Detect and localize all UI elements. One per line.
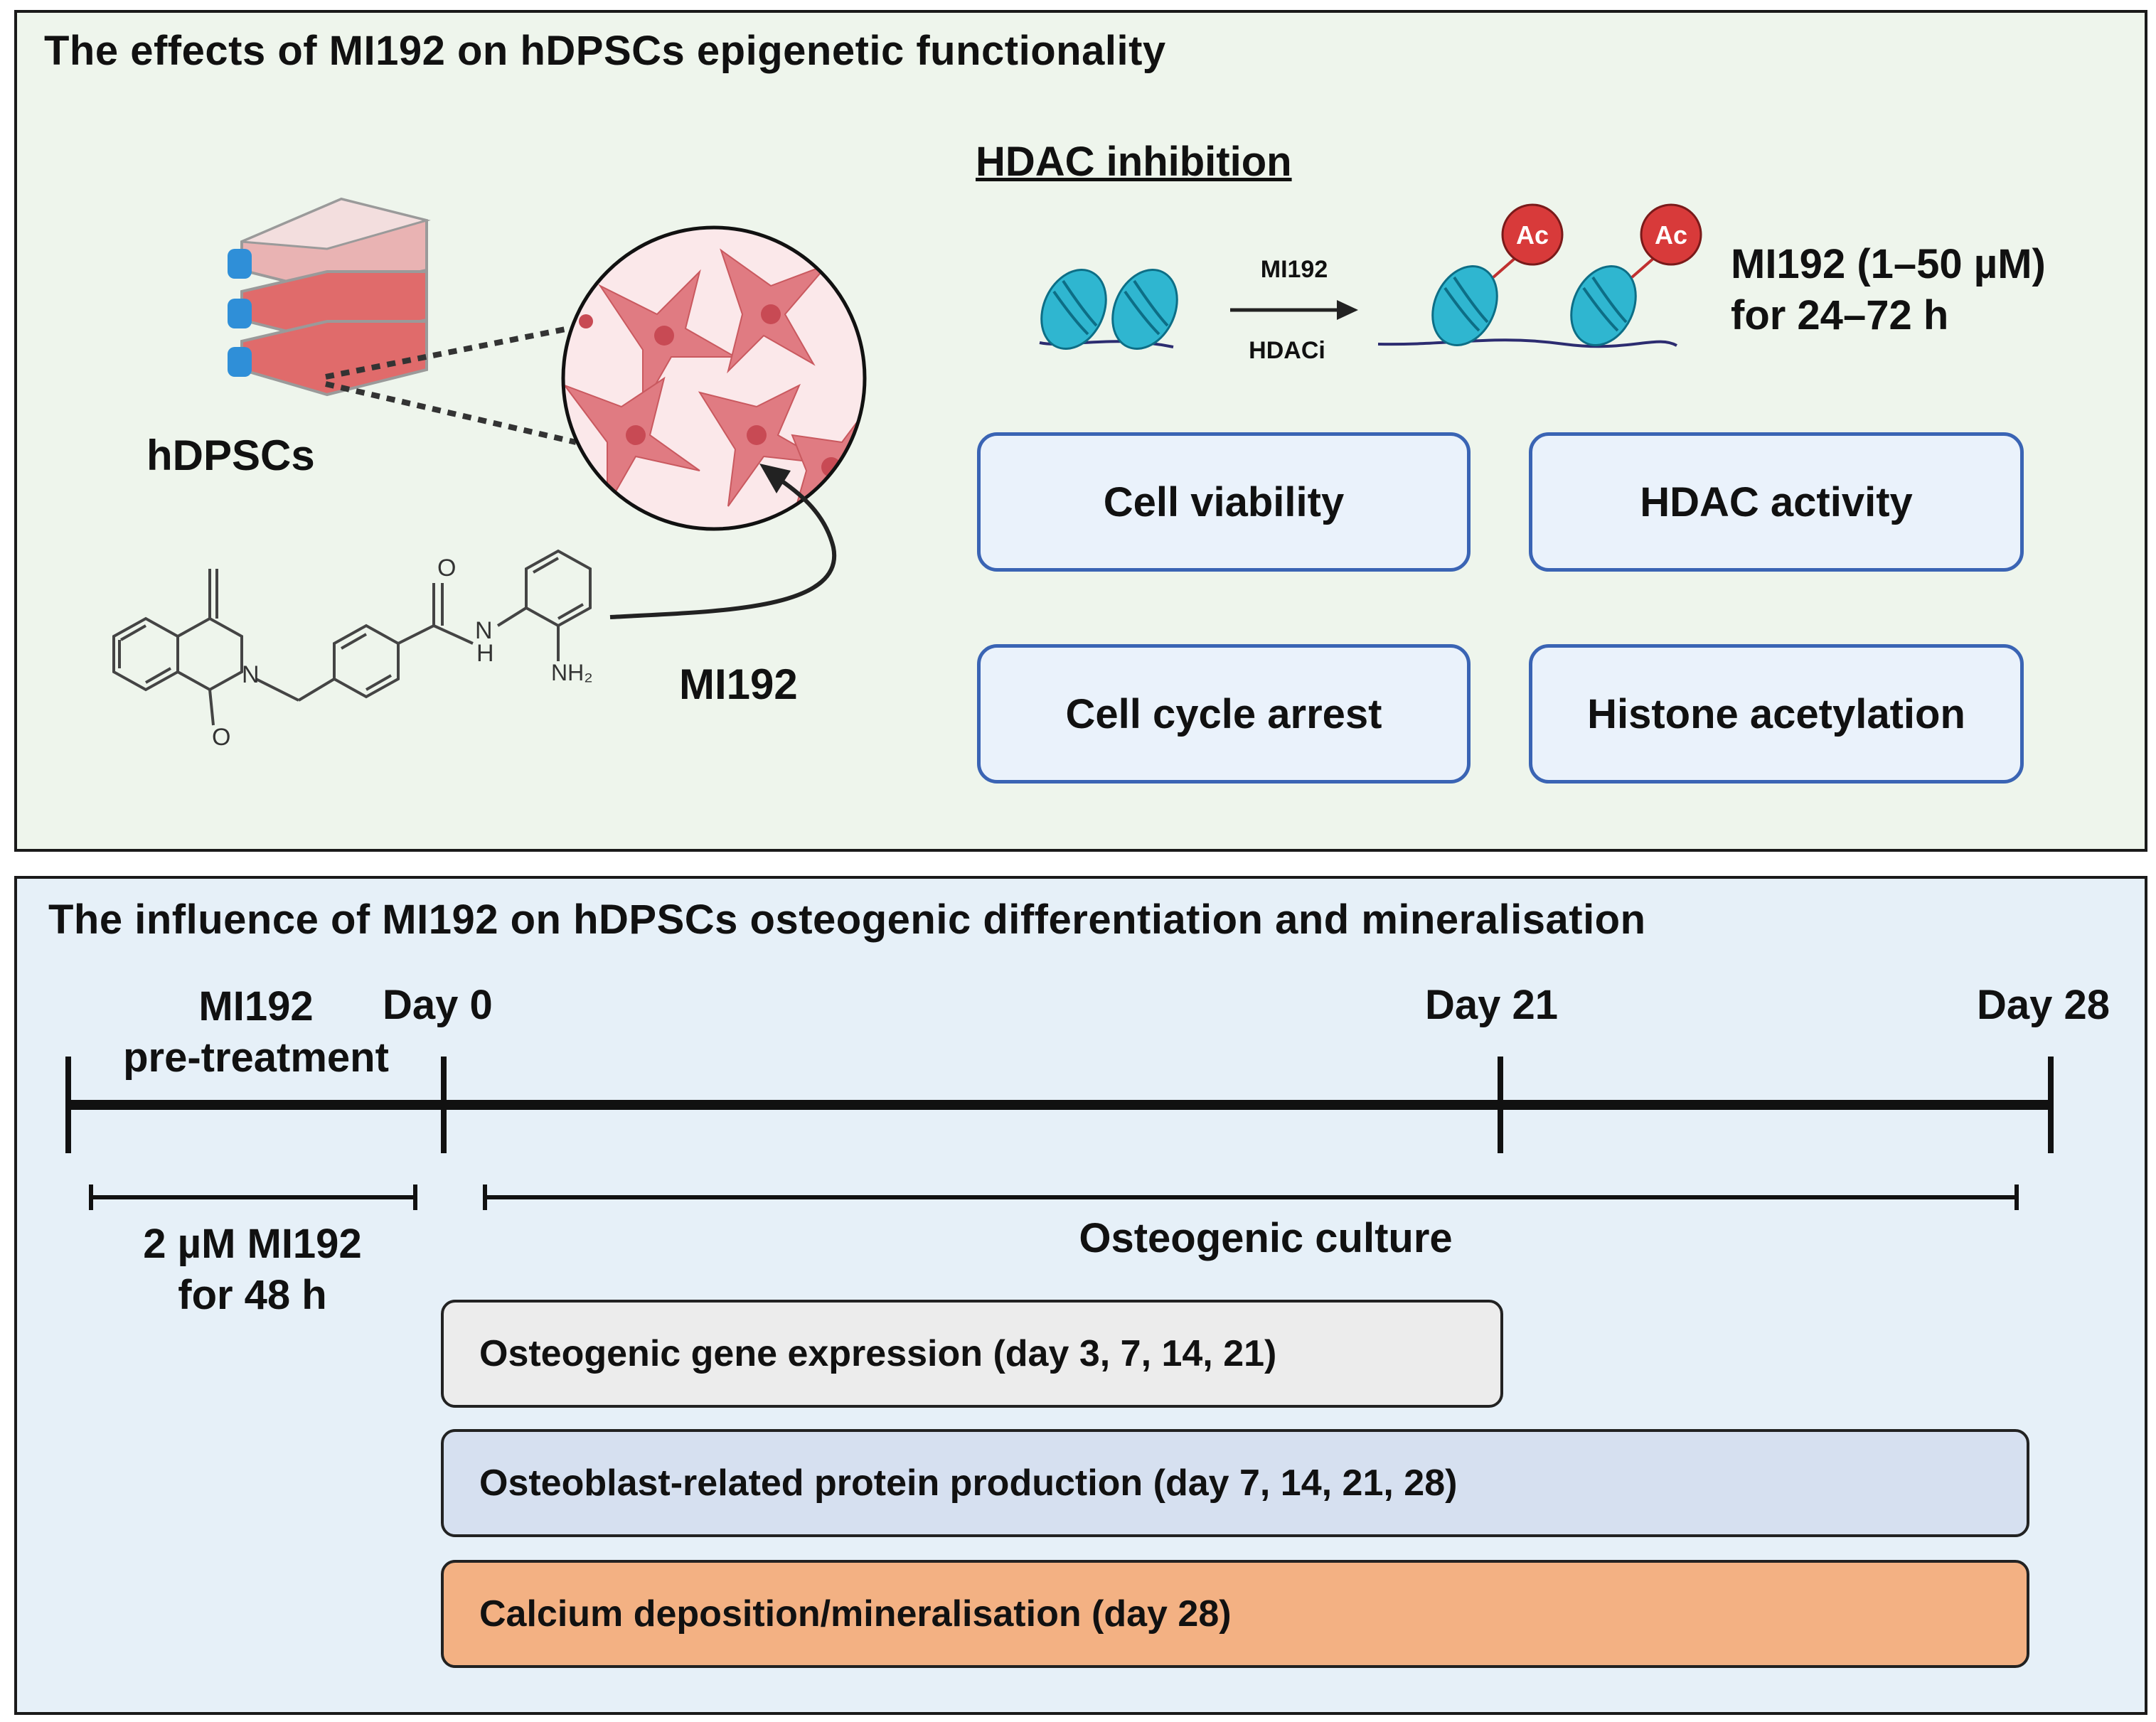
assay-hdac-activity: HDAC activity (1529, 432, 2024, 572)
pretreatment-dose: 2 µM MI192 (143, 1221, 362, 1267)
epigenetic-panel-title: The effects of MI192 on hDPSCs epigeneti… (44, 28, 1166, 74)
molecule-n-ring: N (242, 661, 260, 688)
molecule-o-top: O (437, 555, 457, 582)
pretreatment-duration: for 48 h (178, 1272, 327, 1318)
pretreatment-label-2: pre-treatment (123, 1034, 389, 1081)
readout-mineralisation: Calcium deposition/mineralisation (day 2… (441, 1560, 2029, 1668)
osteogenic-panel-title: The influence of MI192 on hDPSCs osteoge… (48, 897, 1646, 943)
readout-protein-production: Osteoblast-related protein production (d… (441, 1429, 2029, 1537)
uptake-arrow (609, 464, 837, 619)
molecule-amine: NH₂ (551, 660, 593, 685)
acetyl-marker-1: Ac (1515, 220, 1549, 250)
timepoint-day-0: Day 0 (383, 982, 493, 1028)
assay-cell-viability: Cell viability (977, 432, 1471, 572)
pretreatment-label-1: MI192 (198, 983, 314, 1030)
timepoint-day-28: Day 28 (1977, 982, 2110, 1028)
molecule-o-bottom: O (212, 724, 231, 751)
hdac-arrow-label-bottom: HDACi (1249, 337, 1325, 364)
assay-histone-acetylation: Histone acetylation (1529, 644, 2024, 784)
cells-label: hDPSCs (146, 432, 315, 479)
mi192-structure-icon (112, 549, 592, 726)
compound-label: MI192 (679, 661, 798, 708)
treatment-dose: MI192 (1–50 µM) (1731, 241, 2046, 287)
timepoint-day-21: Day 21 (1425, 982, 1559, 1028)
hdac-arrow-label-top: MI192 (1260, 256, 1328, 283)
treatment-duration: for 24–72 h (1731, 292, 1949, 338)
molecule-h-amide: H (476, 640, 494, 667)
nucleosome-diagram (1039, 203, 1702, 350)
magnification-lines (325, 326, 577, 445)
assay-cell-cycle-arrest: Cell cycle arrest (977, 644, 1471, 784)
magnified-cells-icon (561, 225, 867, 531)
culture-flasks-icon (228, 197, 431, 397)
hdac-inhibition-heading: HDAC inhibition (976, 139, 1292, 185)
osteogenic-culture-label: Osteogenic culture (1079, 1215, 1453, 1261)
molecule-n-amide: N (475, 617, 493, 644)
acetyl-marker-2: Ac (1654, 220, 1688, 250)
readout-gene-expression: Osteogenic gene expression (day 3, 7, 14… (441, 1300, 1503, 1408)
